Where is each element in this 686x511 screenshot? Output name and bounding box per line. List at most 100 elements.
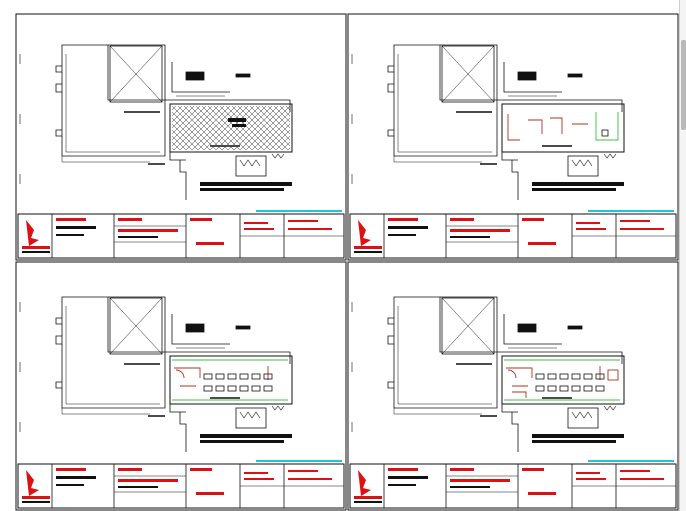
desk: [595, 373, 605, 380]
desk: [203, 385, 213, 392]
desk: [239, 373, 249, 380]
stair-zigzag: [603, 153, 617, 159]
note-bar: [532, 188, 616, 191]
office-unit: [501, 103, 625, 153]
desk: [263, 373, 273, 380]
title-red-text: [450, 479, 510, 482]
note-bar: [532, 182, 624, 186]
desk: [571, 385, 581, 392]
title-red-text: [522, 218, 544, 221]
partition-green: [595, 112, 619, 141]
note-bar: [532, 434, 624, 438]
title-text: [118, 486, 158, 488]
title-red-text: [56, 468, 86, 471]
shaft-cross: [109, 297, 163, 355]
building-outline: [61, 296, 166, 409]
title-text: [56, 226, 96, 229]
desk: [203, 373, 213, 380]
title-red-text: [118, 479, 178, 482]
title-red-text: [576, 478, 606, 480]
stair-zigzag: [603, 405, 617, 411]
desk: [559, 385, 569, 392]
drawing-sheet-2: [347, 13, 679, 261]
note-bar: [200, 188, 284, 191]
sheet-border: [347, 261, 679, 511]
building-outline: [393, 44, 498, 157]
desk: [547, 385, 557, 392]
logo-tagline: [22, 501, 50, 503]
title-text: [56, 484, 84, 486]
shaft-box: [441, 45, 495, 103]
meeting-table: [607, 369, 619, 381]
note-bar: [532, 440, 616, 443]
stair-notch: [55, 317, 62, 389]
column-mark: [517, 71, 537, 81]
desk: [251, 373, 261, 380]
logo-tagline: [354, 251, 382, 253]
title-red-text: [620, 478, 664, 480]
drawing-sheet-1: [15, 13, 347, 261]
company-logo-icon: [26, 220, 39, 246]
desk: [263, 385, 273, 392]
wall-line: [171, 62, 230, 93]
shaft-box: [109, 45, 163, 103]
title-text: [388, 484, 416, 486]
building-outline: [393, 296, 498, 409]
wall-line: [503, 62, 562, 93]
company-logo-icon: [358, 470, 371, 496]
wall-line: [497, 99, 623, 112]
title-red-text: [190, 218, 212, 221]
logo-wordmark: [354, 246, 382, 249]
title-red-text: [118, 218, 142, 221]
column-mark: [235, 325, 251, 330]
title-red-text: [288, 220, 318, 222]
note-bar: [200, 182, 292, 186]
cyan-note: [256, 210, 342, 212]
title-red-text: [620, 220, 650, 222]
desk: [227, 385, 237, 392]
desk: [535, 373, 545, 380]
cyan-note: [588, 460, 674, 462]
title-text: [118, 236, 158, 238]
desk: [215, 373, 225, 380]
desk: [251, 385, 261, 392]
vertical-scrollbar[interactable]: [679, 0, 686, 511]
title-text: [450, 236, 490, 238]
desk: [547, 373, 557, 380]
title-text: [450, 486, 490, 488]
logo-tagline: [22, 251, 50, 253]
door-arc: [175, 369, 185, 379]
title-red-text: [196, 492, 224, 495]
drawing-sheet-3: [15, 261, 347, 511]
stair-notch: [387, 317, 394, 389]
stair-zigzag: [239, 411, 261, 419]
desk: [559, 373, 569, 380]
scrollbar-thumb[interactable]: [681, 40, 686, 130]
title-red-text: [450, 468, 474, 471]
title-red-text: [576, 222, 600, 224]
sheet-border: [347, 13, 679, 261]
wall-line: [440, 296, 498, 352]
shaft-cross: [109, 45, 163, 103]
partition: [507, 114, 588, 141]
title-red-text: [190, 468, 212, 471]
sheet-border: [15, 13, 347, 261]
column-mark: [567, 73, 583, 78]
title-red-text: [620, 470, 650, 472]
stair-zigzag: [271, 153, 285, 159]
cyan-note: [256, 460, 342, 462]
stair-core: [235, 407, 267, 429]
partition-green: [172, 359, 288, 401]
inner-wall: [397, 306, 492, 405]
inner-wall: [65, 54, 160, 153]
column-mark: [185, 71, 205, 81]
title-text: [388, 234, 416, 236]
door-swing: [506, 366, 601, 387]
title-red-text: [576, 472, 600, 474]
title-red-text: [576, 228, 606, 230]
title-red-text: [288, 228, 332, 230]
wall-line: [440, 44, 498, 100]
desk: [583, 385, 593, 392]
title-block-group: [17, 210, 345, 259]
